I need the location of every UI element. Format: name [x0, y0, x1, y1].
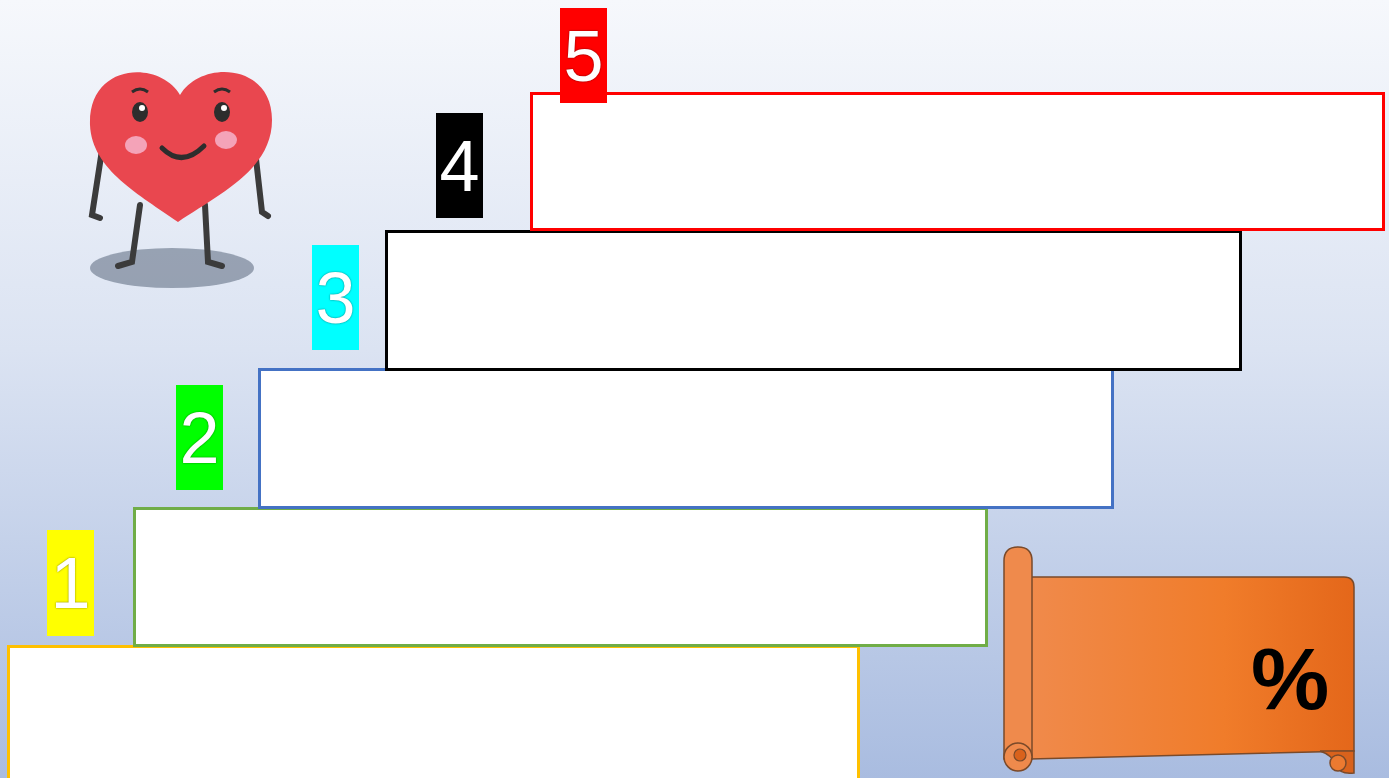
scroll-curl	[1320, 751, 1354, 773]
step-box: 1	[7, 645, 860, 778]
heart-shadow	[90, 248, 254, 288]
scroll-roll	[1004, 547, 1032, 759]
scroll-banner: %	[1000, 545, 1356, 776]
step-box: 4	[385, 230, 1242, 371]
percent-sign: %	[1251, 635, 1329, 723]
step-number: 5	[563, 20, 603, 92]
heart-eye	[214, 102, 230, 122]
step-number-badge: 3	[312, 245, 359, 350]
step-number-badge: 2	[176, 385, 223, 490]
step-box: 2	[133, 507, 988, 647]
scroll-curl	[1330, 755, 1346, 771]
heart-cheek	[215, 131, 237, 149]
step-number-badge: 1	[47, 530, 94, 636]
heart-eye	[132, 102, 148, 122]
step-number: 1	[50, 547, 90, 619]
step-number: 2	[179, 402, 219, 474]
step-box: 3	[258, 368, 1114, 509]
heart-brow	[132, 89, 148, 92]
heart-cheek	[125, 136, 147, 154]
heart-smile	[162, 146, 204, 158]
scroll-roll-end	[1004, 743, 1032, 771]
step-number: 4	[439, 130, 479, 202]
scroll-sheet	[1030, 577, 1354, 759]
step-number-badge: 4	[436, 113, 483, 218]
step-number: 3	[315, 262, 355, 334]
heart-brow	[214, 89, 230, 92]
eye-glint	[139, 105, 145, 111]
step-number-badge: 5	[560, 8, 607, 103]
eye-glint	[221, 105, 227, 111]
scroll-roll-end	[1014, 749, 1026, 761]
step-box: 5	[530, 92, 1385, 231]
heart-body	[90, 72, 272, 222]
